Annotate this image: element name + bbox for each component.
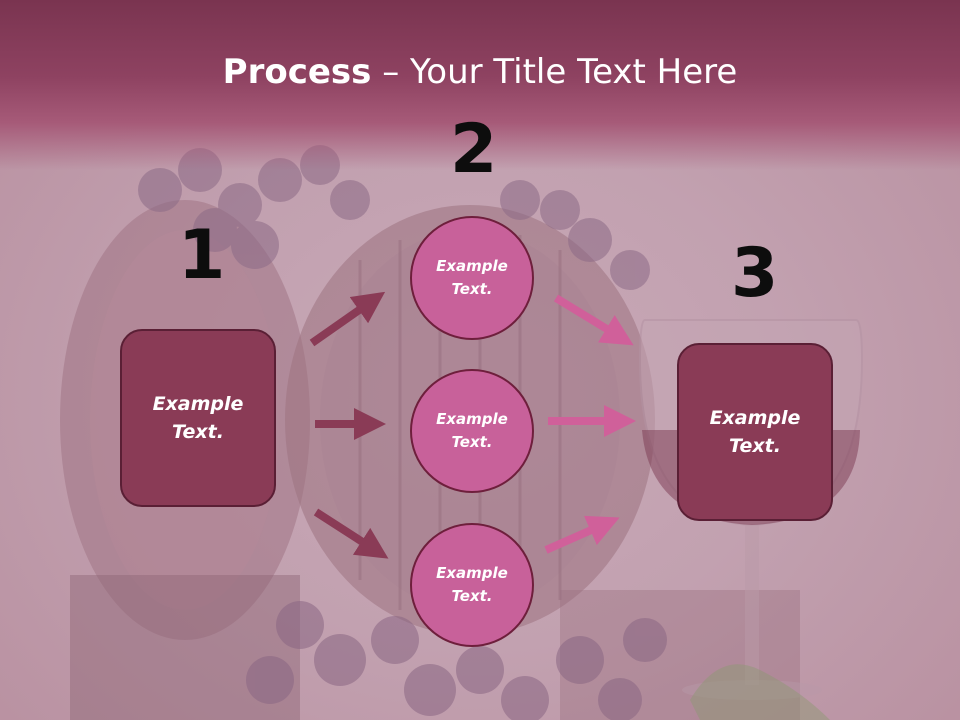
- step-box-1-text: Example Text.: [152, 392, 244, 444]
- process-circle-middle-text: Example Text.: [436, 409, 508, 451]
- title-dash: –: [371, 52, 411, 92]
- title-rest: Your Title Text Here: [410, 52, 738, 92]
- process-circle-bottom[interactable]: Example Text.: [410, 523, 534, 647]
- slide-title: Process – Your Title Text Here: [0, 52, 960, 92]
- process-circle-top-text: Example Text.: [436, 256, 508, 298]
- process-circle-bottom-text: Example Text.: [436, 563, 508, 605]
- step-box-3-text: Example Text.: [709, 406, 801, 458]
- step-number-1: 1: [178, 216, 226, 295]
- step-box-1[interactable]: Example Text.: [120, 329, 276, 507]
- step-box-3[interactable]: Example Text.: [677, 343, 833, 521]
- title-band: [0, 0, 960, 170]
- step-number-3: 3: [731, 234, 779, 313]
- title-bold: Process: [222, 52, 372, 92]
- step-number-2: 2: [450, 110, 498, 189]
- process-circle-middle[interactable]: Example Text.: [410, 369, 534, 493]
- process-circle-top[interactable]: Example Text.: [410, 216, 534, 340]
